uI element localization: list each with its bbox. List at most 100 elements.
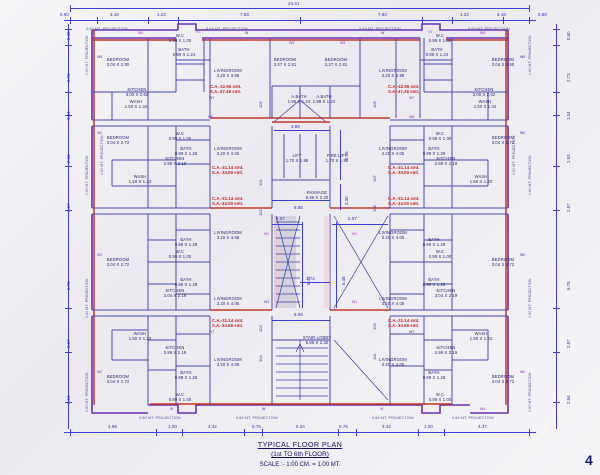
- room-size: 0.99 X 1.00: [168, 254, 192, 259]
- room-size: 2.99 X 2.19: [163, 350, 187, 355]
- mark-103: 103: [258, 325, 263, 332]
- dim-bottom-2: 3.42: [208, 424, 217, 429]
- room-name: BATH: [180, 370, 192, 375]
- room-size: 0.99 X 1.28: [422, 375, 446, 380]
- room-size: 0.99 X 1.28: [422, 282, 446, 287]
- projection-label: 0.60 MT. PROJECTION: [468, 27, 510, 31]
- room-name: BATH: [178, 47, 190, 52]
- room-name: BATH: [428, 237, 440, 242]
- projection-label-vertical: 0.60 MT. PROJECTION: [528, 278, 532, 318]
- drawing-scale: SCALE :- 1:00 CM. = 1.00 MT.: [259, 462, 341, 468]
- projection-label: 0.60 MT. PROJECTION: [236, 416, 278, 420]
- room-name: WASH: [474, 174, 488, 179]
- room-name: A.BATH: [291, 94, 307, 99]
- area-saleable-mr: S.A.-34.00 smt.: [388, 170, 420, 176]
- dim-core-passage-width: 6.85: [294, 205, 303, 210]
- area-saleable-bl: S.A.-34.58 smt.: [212, 323, 244, 329]
- window-tag-w6: W6: [208, 115, 214, 119]
- room-size: 3.04 X 2.90: [106, 62, 130, 67]
- room-size: 3.20 X 4.05: [216, 301, 240, 306]
- room-size: 3.20 X 4.05: [216, 235, 240, 240]
- dim-core-stair-width: 6.85: [294, 312, 303, 317]
- room-name: WASH: [133, 331, 147, 336]
- room-name: W.C: [435, 131, 445, 136]
- room-name: WASH: [478, 99, 492, 104]
- window-tag-w1: W1: [352, 232, 358, 236]
- room-name: BATH: [180, 237, 192, 242]
- mark-102: 102: [258, 209, 263, 216]
- room-name: LIVINGROOM: [214, 146, 242, 151]
- room-size: 0.99 X 1.28: [422, 242, 446, 247]
- room-name: W.C: [175, 33, 185, 38]
- projection-label-vertical: 0.60 MT. PROJECTION: [528, 155, 532, 195]
- room-name: A.BATH: [316, 94, 332, 99]
- window-tag-w: W: [380, 407, 384, 411]
- room-name: W.C: [175, 249, 185, 254]
- dim-top-3: 7.83: [240, 12, 249, 17]
- dim-bottom-8: 4.37: [478, 424, 487, 429]
- window-tag-w2: W2: [520, 131, 526, 135]
- bottom-dimension-line: [64, 432, 536, 433]
- window-tag-w5: W5: [97, 55, 103, 59]
- window-tag-w4: W4: [480, 407, 486, 411]
- projection-label-vertical: 0.60 MT. PROJECTION: [512, 135, 516, 175]
- window-tag-w7: W7: [409, 96, 415, 100]
- room-name: BATH: [428, 146, 440, 151]
- room-name: WASH: [129, 99, 143, 104]
- dim-top-6: 3.16: [497, 12, 506, 17]
- dim-core-flight-left: 2.57: [276, 216, 285, 221]
- room-size: 3.00 X 2.62: [125, 92, 149, 97]
- room-size: 2.99 X 2.19: [163, 161, 187, 166]
- room-size: 1.98 X 1.24: [312, 99, 336, 104]
- window-tag-w: W: [262, 407, 266, 411]
- mark-106: 106: [372, 101, 377, 108]
- dim-bottom-3: 0.76: [252, 424, 261, 429]
- dim-top-1: 3.16: [110, 12, 119, 17]
- projection-label: 0.60 MT. PROJECTION: [359, 27, 401, 31]
- dim-core-lift-depth: 2.15: [344, 151, 349, 160]
- area-saleable-cl: S.A.-34.00 smt.: [212, 201, 244, 207]
- dim-bottom-4: 5.34: [296, 424, 305, 429]
- area-saleable-tl: S.A.-47.46 smt.: [210, 89, 242, 95]
- mark-107: 107: [372, 175, 377, 182]
- room-name: LIVINGROOM: [379, 146, 407, 151]
- page-title: TYPICAL FLOOR PLAN: [0, 440, 600, 449]
- room-name: W.C: [175, 131, 185, 136]
- area-carpet-tr: C.A.-42.96 smt.: [388, 84, 420, 89]
- page-subtitle: (1st TO 6th FLOOR): [0, 451, 600, 458]
- window-tag-w: W: [170, 407, 174, 411]
- window-tag-w7: W7: [209, 330, 215, 334]
- area-carpet-tl: C.A.-42.96 smt.: [210, 84, 242, 89]
- projection-label: 0.60 MT. PROJECTION: [452, 416, 494, 420]
- area-carpet-bl: C.A.-31.14 smt.: [212, 318, 244, 323]
- room-size: 0.99 X 1.00: [168, 397, 192, 402]
- area-carpet-br: C.A.-31.14 smt.: [388, 318, 420, 323]
- room-size: 3.20 X 4.05: [381, 362, 405, 367]
- window-tag-w7: W7: [209, 96, 215, 100]
- window-tag-v1: V1: [428, 30, 433, 34]
- room-size: 3.04 X 2.72: [106, 262, 130, 267]
